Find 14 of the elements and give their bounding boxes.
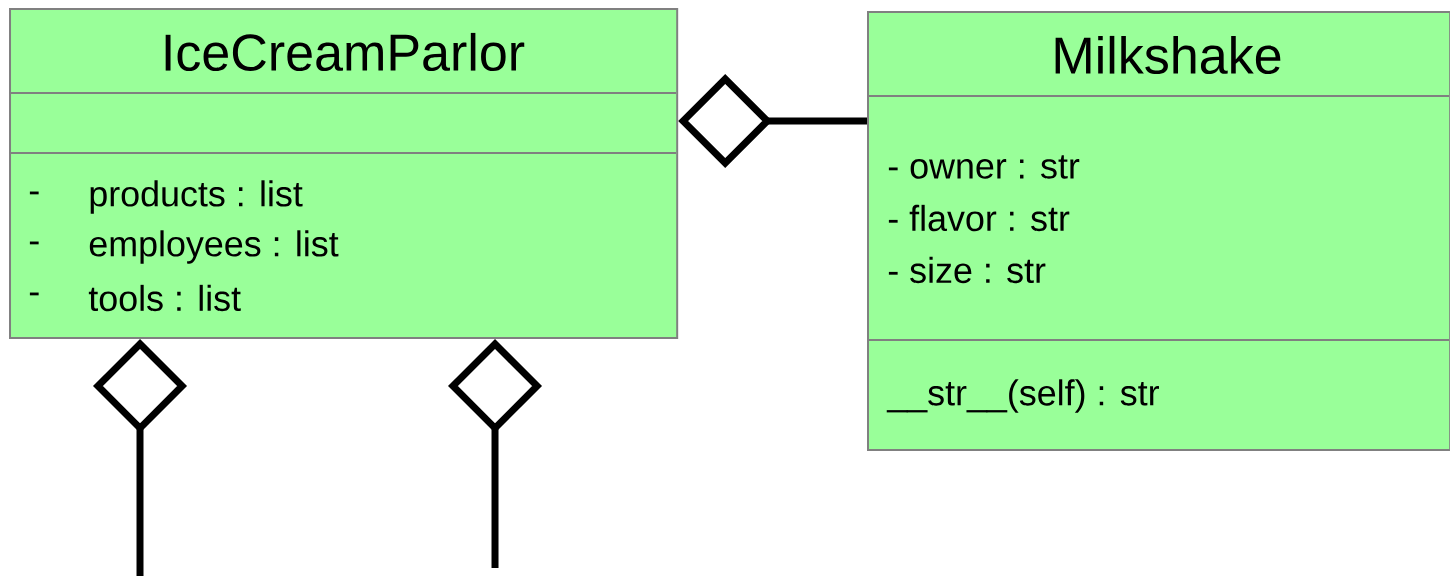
attribute-text: - owner : str (888, 155, 1080, 179)
attribute-text: - flavor : str (888, 204, 1070, 232)
visibility-mark: - (29, 241, 39, 245)
attribute-text: products : list (90, 180, 303, 214)
attribute-text: - size : str (888, 256, 1046, 284)
class-box (866, 11, 1450, 452)
attribute-text: employees : list (89, 230, 339, 264)
attribute-text: tools : list (88, 284, 241, 312)
class-box (8, 8, 679, 340)
visibility-mark: - (29, 292, 39, 296)
method-text: __str__(self) : str (886, 379, 1159, 413)
class-name: Milkshake (1055, 35, 1281, 75)
class-name: IceCreamParlor (165, 32, 525, 72)
visibility-mark: - (29, 191, 39, 195)
